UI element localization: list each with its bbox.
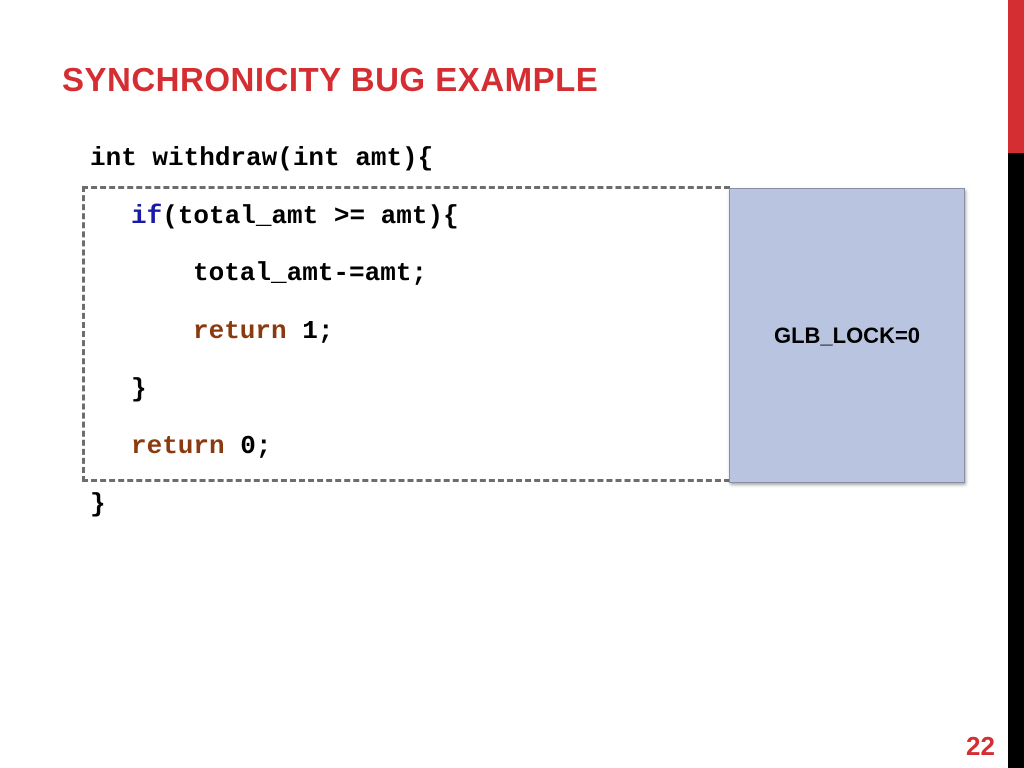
code-keyword-return: return <box>131 431 225 461</box>
slide-side-bar <box>1008 0 1024 768</box>
page-number: 22 <box>966 731 995 761</box>
critical-section-dashed-box <box>82 186 730 482</box>
global-lock-label: GLB_LOCK=0 <box>773 322 921 348</box>
code-keyword-return: return <box>193 316 287 346</box>
code-line-return-zero: return 0; <box>131 430 271 462</box>
code-line-return-one: return 1; <box>193 315 333 347</box>
code-keyword-if: if <box>131 201 163 231</box>
side-bar-black-segment <box>1008 153 1024 768</box>
code-line-if-condition: if(total_amt >= amt){ <box>131 200 459 232</box>
code-return-zero-value: 0; <box>224 431 272 461</box>
code-line-decrement: total_amt-=amt; <box>193 258 428 288</box>
code-line-if-close-brace: } <box>131 374 147 404</box>
code-line-function-close-brace: } <box>90 489 106 519</box>
side-bar-red-segment <box>1008 0 1024 153</box>
slide-title: Synchronicity Bug Example <box>62 61 599 98</box>
code-line-function-signature: int withdraw(int amt){ <box>90 143 434 173</box>
code-if-condition-text: (total_amt >= amt){ <box>162 201 459 231</box>
code-return-one-value: 1; <box>286 316 334 346</box>
global-lock-box: GLB_LOCK=0 <box>729 188 965 483</box>
